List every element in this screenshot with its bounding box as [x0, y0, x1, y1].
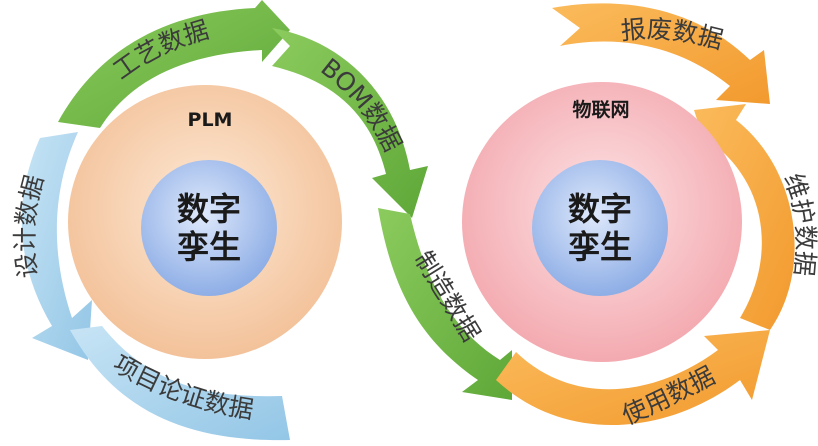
bom-data-arrow: [272, 28, 428, 218]
manufacturing-data-arrow: [378, 208, 512, 400]
plm-core-circle: [141, 160, 277, 296]
design-data-arrow: [21, 132, 92, 360]
iot-core-circle: [532, 160, 668, 296]
plm-core-line1: 数字: [177, 190, 241, 228]
iot-core-line1: 数字: [568, 190, 632, 228]
project-data-arrow: [70, 326, 290, 441]
bom-data-text: BOM数据: [316, 53, 408, 157]
plm-core-line2: 孪生: [177, 228, 241, 266]
iot-label: 物联网: [572, 98, 629, 121]
scrap-data-arrow: [552, 3, 770, 104]
usage-data-arrow: [496, 330, 770, 425]
process-data-arrow: [58, 0, 290, 128]
plm-label: PLM: [188, 109, 233, 131]
maintenance-data-arrow: [694, 104, 795, 330]
iot-core-line2: 孪生: [568, 228, 632, 266]
bom-data-label: BOM数据: [316, 53, 408, 157]
